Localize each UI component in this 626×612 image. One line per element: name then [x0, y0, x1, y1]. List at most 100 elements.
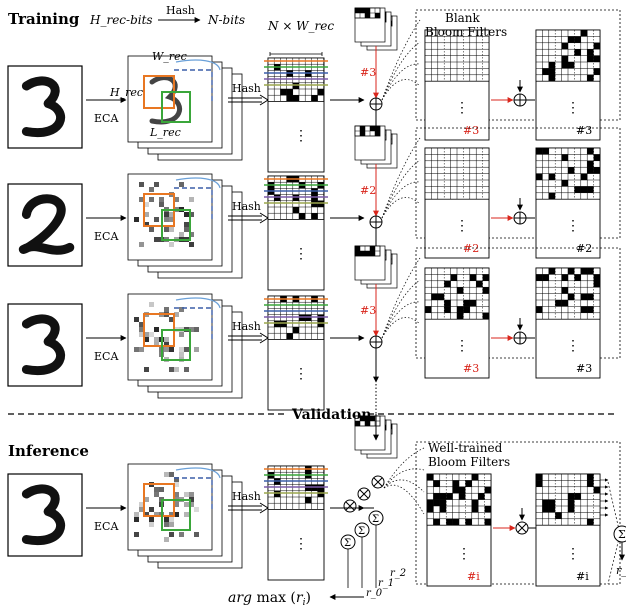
ca-pixel: [144, 212, 149, 217]
ca-pixel: [164, 227, 169, 232]
receptive-blue: [174, 307, 213, 342]
mini-filter-grid-cell: [375, 13, 380, 18]
bloom-filter-after-grid-cell: [593, 55, 600, 62]
trained-filter-left-grid-cell: [427, 506, 434, 513]
ca-pixel: [154, 327, 159, 332]
ca-pixel: [169, 317, 174, 322]
bloom-xor-cross: [514, 94, 526, 106]
rows-group: ECAW_recH_recL_recHash⋮#3⋮#3⋮#3ECAHash⋮#…: [7, 7, 626, 599]
ca-pixel: [184, 512, 189, 517]
ca-pixel: [164, 337, 169, 342]
bloom-filter-before-grid-cell: [450, 274, 457, 281]
trained-filter-right-grid-cell: [587, 474, 594, 481]
mini-filter-grid: [354, 245, 381, 257]
ca-pixel: [184, 222, 189, 227]
ca-pixel: [159, 202, 164, 207]
trained-filter-left-grid-cell: [433, 493, 440, 500]
bloom-filters-region: [415, 9, 621, 121]
bloom-filter-after-grid-cell: [580, 186, 588, 193]
code-matrix-grid-cell: [317, 200, 324, 207]
ca-pixel: [184, 347, 189, 352]
hash-label: Hash: [232, 490, 261, 503]
bloom-filter-before-grid-cell: [457, 306, 464, 313]
ca-pixel: [134, 317, 139, 322]
code-vdots: ⋮: [294, 128, 308, 144]
sum-sigma: Σ: [344, 538, 351, 549]
ca-pixel: [139, 347, 144, 352]
bloom-filter-after-grid-cell: [593, 274, 600, 281]
ca-pixel: [149, 227, 154, 232]
hash-arrow-head: [259, 332, 269, 344]
bloom-filter-before-grid: [424, 267, 490, 320]
trained-filter-right-grid-cell: [568, 493, 575, 500]
mini-filter-grid-cell: [370, 246, 375, 251]
bloom-filter-after-grid-cell: [587, 293, 594, 300]
bloom-filter-before-grid-cell: [482, 287, 489, 294]
code-matrix-grid-cell: [305, 497, 312, 504]
ca-pixel: [144, 512, 149, 517]
bloom-filter-after-grid-cell: [536, 173, 543, 180]
input-digit-stroke: [21, 484, 66, 546]
fan-dotted-line: [383, 468, 425, 489]
bloom-xor-cross: [514, 212, 526, 224]
ca-pixel: [174, 502, 179, 507]
bloom-filter-after-grid-cell: [587, 160, 594, 168]
code-matrix-grid-cell: [280, 89, 287, 96]
ca-pixel: [169, 347, 174, 352]
bloom-filter-after-grid-cell: [548, 62, 556, 69]
mini-filter-grid-cell: [355, 251, 360, 256]
fan-dotted-line: [383, 479, 425, 493]
ca-digit: [149, 75, 182, 125]
ca-pixel: [164, 472, 169, 477]
bloom-filter-after-grid-cell: [568, 268, 575, 275]
ca-pixel: [169, 227, 174, 232]
bloom-filter-after-grid-cell: [587, 167, 594, 174]
eca-label: ECA: [94, 230, 119, 243]
trained-filter-right-grid-cell: [593, 486, 600, 494]
trained-filter-right-grid-cell: [542, 506, 549, 513]
ca-pixel: [154, 342, 159, 347]
ca-pixel: [179, 232, 184, 237]
trained-filter-left-grid-cell: [484, 518, 491, 526]
bloom-filter-after-grid-cell: [587, 306, 594, 313]
ca-pixel: [149, 187, 154, 192]
ca-pixel: [164, 347, 169, 352]
bloom-filter-after-grid-cell: [574, 49, 581, 56]
trained-filter-left-grid-cell: [433, 499, 440, 506]
ca-pixel: [149, 302, 154, 307]
ca-pixel: [144, 222, 149, 227]
r1-label: r_1: [378, 578, 394, 589]
r0-label: r_0: [366, 588, 383, 599]
bloom-filter-before-grid-cell: [444, 280, 451, 288]
sum-sigma: Σ: [372, 514, 379, 525]
ca-pixel: [169, 517, 174, 522]
ca-pixel: [154, 512, 159, 517]
code-vdots: ⋮: [294, 536, 308, 552]
ca-pixel: [164, 517, 169, 522]
r2-label: r_2: [390, 568, 406, 579]
trained-filter-right-grid-cell: [542, 499, 549, 506]
bloom-filters-region: [415, 441, 621, 585]
trained-filter-left-grid-cell: [427, 474, 434, 481]
trained-filter-left-grid-cell: [471, 506, 479, 513]
bloom-filter-after-grid-cell: [580, 306, 588, 313]
receptive-green: [161, 499, 191, 531]
bloom-filter-after-grid-cell: [548, 192, 556, 200]
trained-filter-left-grid-cell: [478, 493, 485, 500]
well-trained-label-2: Bloom Filters: [428, 455, 510, 469]
trained-filter-right-grid-cell: [536, 474, 543, 481]
ca-pixel: [169, 522, 174, 527]
trained-filter-left-grid-cell: [446, 493, 453, 500]
bloom-filter-after-grid-cell: [548, 268, 556, 275]
bloom-filter-after-grid-cell: [580, 30, 588, 37]
training-label: Training: [8, 10, 80, 28]
code-matrix-grid-cell: [292, 95, 299, 102]
mini-filter-grid: [354, 415, 381, 427]
ca-pixel: [179, 532, 184, 537]
bloom-xor-cross: [514, 332, 526, 344]
ca-pixel: [189, 242, 194, 247]
well-trained-label-1: Well-trained: [428, 441, 503, 455]
